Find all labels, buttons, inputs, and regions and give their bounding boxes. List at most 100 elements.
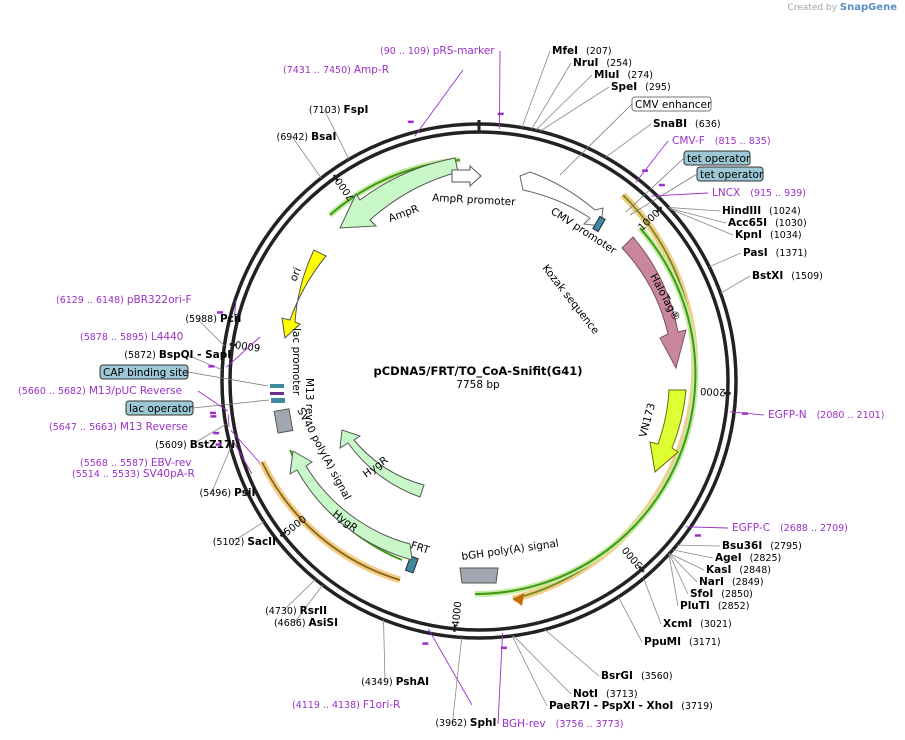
enzyme-leader <box>668 554 679 607</box>
enzyme-leader <box>197 318 225 347</box>
enzyme-label: PpuMI(3171) <box>644 636 721 648</box>
cmv-enhancer-label: CMV enhancer <box>635 99 712 111</box>
enzyme-leader <box>293 584 324 624</box>
tick-label: 7000 <box>334 175 358 202</box>
boxed-feature-layer: CMV enhancer tet operator tet operator C… <box>99 96 764 416</box>
enzyme-label: KasI(2848) <box>706 564 771 576</box>
enzyme-label: BstXI(1509) <box>752 270 823 282</box>
primer-leader <box>427 628 473 706</box>
tick-mark <box>279 530 287 538</box>
enzyme-label: NarI(2849) <box>699 576 764 588</box>
kozak-mark <box>592 215 606 233</box>
enzyme-label: (4686) AsiSI <box>274 617 338 629</box>
primer-leader <box>651 192 709 197</box>
primer-label: (5514 .. 5533) SV40pA-R <box>72 468 195 480</box>
tick-label: 4000 <box>451 601 464 627</box>
primer-label: (4119 .. 4138) F1ori-R <box>292 699 400 711</box>
primer-label: BGH-rev(3756 .. 3773) <box>502 718 623 730</box>
ampr-promoter-arrow <box>451 164 482 188</box>
enzyme-leader <box>282 579 316 612</box>
hygr-arrow-2 <box>289 450 413 561</box>
primer-leader <box>730 411 765 416</box>
primer-leader <box>226 336 261 368</box>
enzyme-label: (4730) RsrII <box>265 605 327 617</box>
enzyme-label-layer: MfeI(207)NruI(254)MluI(274)SpeI(295)SnaB… <box>124 45 823 729</box>
kozak-sequence-label: Kozak sequence <box>540 262 602 336</box>
primer-label: EGFP-N(2080 .. 2101) <box>768 409 884 421</box>
vn173-arrow <box>649 389 687 473</box>
enzyme-label: Bsu36I(2795) <box>722 540 802 552</box>
primer-leader <box>197 390 229 412</box>
enzyme-leader <box>211 447 232 494</box>
enzyme-label: PasI(1371) <box>743 247 807 259</box>
ampr-arrow <box>339 157 459 229</box>
enzyme-leader <box>292 136 322 179</box>
enzyme-label: SnaBI(636) <box>653 118 721 130</box>
enzyme-leader <box>231 521 265 543</box>
ori-arrow <box>281 249 327 340</box>
enzyme-label: BsrGI(3560) <box>601 670 673 682</box>
orf-arc-left-line <box>261 461 401 581</box>
lac-operator-mark <box>271 398 285 403</box>
enzyme-label: HindIII(1024) <box>722 205 801 217</box>
enzyme-leader <box>452 637 463 724</box>
enzyme-label: PaeR7I - PspXI - XhoI(3719) <box>549 700 713 712</box>
snapgene-credit: Created by SnapGene <box>787 2 897 13</box>
enzyme-label: (5872) BspQI - SapI <box>124 349 231 361</box>
primer-label: (6129 .. 6148) pBR322ori-F <box>56 294 192 306</box>
tet-operator-label-2: tet operator <box>700 169 764 181</box>
enzyme-label: (4349) PshAI <box>361 676 429 688</box>
primer-label: (7431 .. 7450) Amp-R <box>283 64 389 76</box>
m13-mark <box>270 392 284 395</box>
primer-leader <box>635 140 669 183</box>
enzyme-label: AgeI(2825) <box>715 552 781 564</box>
primer-leader <box>233 299 237 317</box>
primer-label: (5878 .. 5895) L4440 <box>80 331 183 343</box>
primer-label: (5660 .. 5682) M13/pUC Reverse <box>18 385 182 397</box>
enzyme-label: (3962) SphI <box>435 717 496 729</box>
enzyme-leader <box>676 544 721 547</box>
primer-label: (5647 .. 5663) M13 Reverse <box>49 421 188 433</box>
enzyme-label: (5496) PsiI <box>200 487 256 499</box>
tick-label: 2000 <box>700 385 726 397</box>
enzyme-leader <box>544 629 600 677</box>
enzyme-leader <box>539 86 610 132</box>
primer-leader <box>230 429 261 464</box>
frt-mark <box>404 555 419 574</box>
enzyme-leader <box>521 50 551 128</box>
ampr-promoter-label: AmpR promoter <box>432 192 517 208</box>
enzyme-leader <box>618 596 643 643</box>
plasmid-length: 7758 bp <box>456 379 500 391</box>
enzyme-label: NruI(254) <box>573 57 632 69</box>
sv40-polya-shape <box>273 408 294 434</box>
enzyme-label: (5609) BstZ17I <box>155 439 235 451</box>
bgh-polya-label: bGH poly(A) signal <box>461 537 560 563</box>
enzyme-leader <box>605 123 652 158</box>
lac-promoter-label: lac promoter <box>290 328 302 396</box>
primer-leader <box>499 50 501 129</box>
enzyme-label: KpnI(1034) <box>735 229 802 241</box>
enzyme-leader <box>672 549 714 559</box>
primer-leader <box>497 632 503 725</box>
primer-leader <box>685 526 729 529</box>
vn173-label: VN173 <box>637 402 658 439</box>
primer-label-layer: (90 .. 109) pRS-marker(7431 .. 7450) Amp… <box>18 45 884 730</box>
tick-mark <box>655 206 663 213</box>
enzyme-leader <box>511 635 548 707</box>
enzyme-label: (5102) SacII <box>213 536 276 548</box>
primer-label: LNCX(915 .. 939) <box>712 187 806 199</box>
hygr-arrow-1 <box>339 429 425 498</box>
enzyme-label: Acc65I(1030) <box>728 217 807 229</box>
backbone-circle <box>220 120 738 640</box>
enzyme-label: MluI(274) <box>594 69 653 81</box>
enzyme-leader <box>668 553 689 595</box>
enzyme-leader <box>709 252 742 268</box>
tet-operator-label-1: tet operator <box>687 153 751 165</box>
orf-arc-forward-line <box>512 194 696 600</box>
plasmid-name: pCDNA5/FRT/TO_CoA-Snifit(G41) <box>374 364 583 379</box>
frt-label: FRT <box>409 539 431 556</box>
enzyme-leader <box>669 208 734 236</box>
plasmid-title-block: pCDNA5/FRT/TO_CoA-Snifit(G41) 7758 bp <box>374 364 583 391</box>
ori-label: ori <box>288 266 304 283</box>
tick-label: 3000 <box>621 544 646 570</box>
